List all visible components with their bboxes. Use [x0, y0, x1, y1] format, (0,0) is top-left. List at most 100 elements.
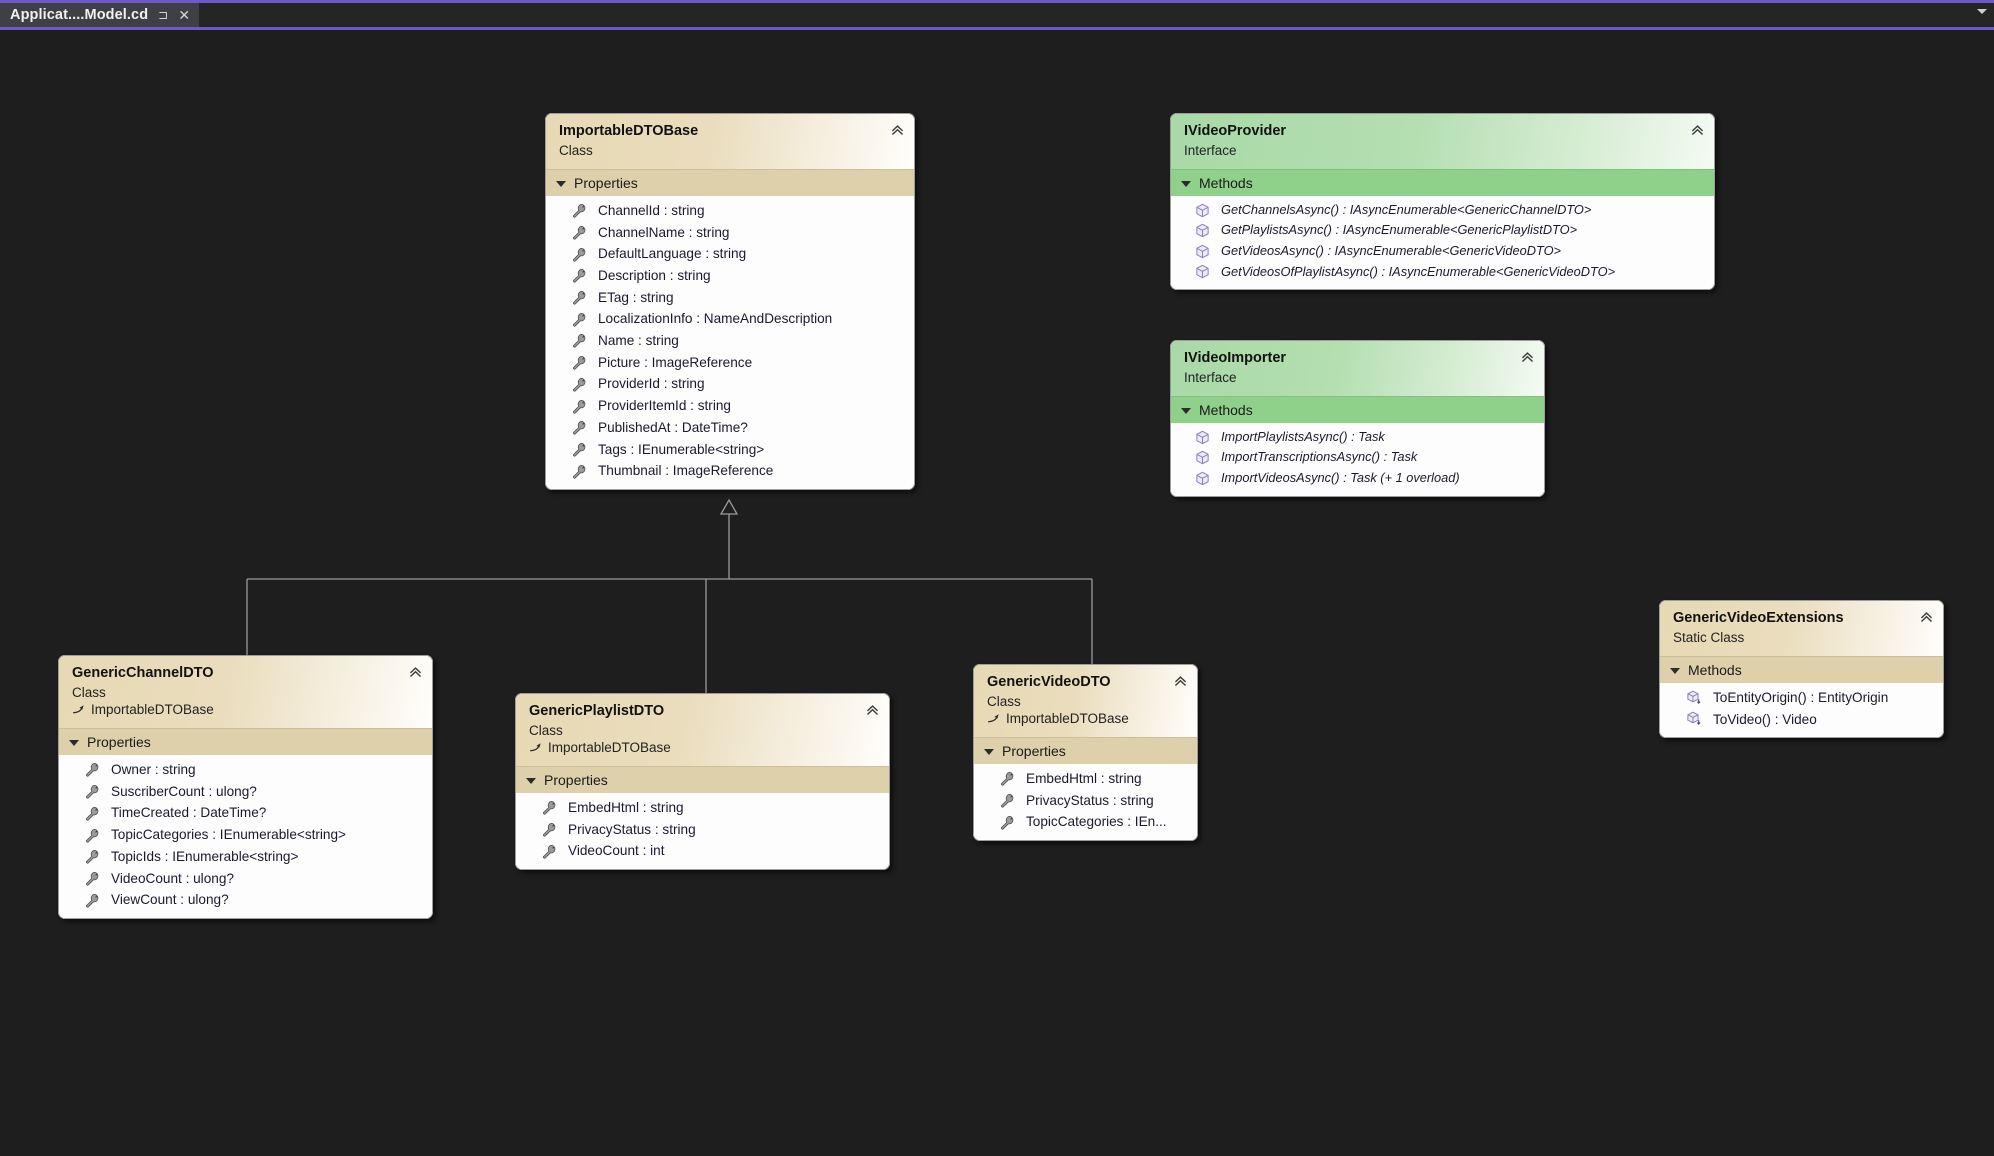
member-row[interactable]: TopicCategories : IEn...: [974, 811, 1197, 833]
chevrons-up-icon[interactable]: [1173, 674, 1188, 689]
shape-base-class[interactable]: ImportableDTOBase: [72, 702, 420, 718]
member-row[interactable]: VideoCount : ulong?: [59, 868, 432, 890]
shape-base-class[interactable]: ImportableDTOBase: [987, 711, 1185, 727]
member-row[interactable]: Thumbnail : ImageReference: [546, 460, 914, 482]
member-row[interactable]: ProviderItemId : string: [546, 395, 914, 417]
expander-triangle-icon[interactable]: [1670, 667, 1680, 674]
member-row[interactable]: Tags : IEnumerable<string>: [546, 439, 914, 461]
collapse-toggle[interactable]: [865, 703, 880, 723]
member-row[interactable]: Picture : ImageReference: [546, 352, 914, 374]
class-shape-importabledtobase[interactable]: ImportableDTOBase Class Properties Chann…: [545, 113, 915, 490]
member-row[interactable]: GetChannelsAsync() : IAsyncEnumerable<Ge…: [1171, 200, 1714, 221]
member-row[interactable]: EmbedHtml : string: [516, 797, 889, 819]
member-row[interactable]: ChannelName : string: [546, 222, 914, 244]
expander-triangle-icon[interactable]: [556, 180, 566, 187]
class-shape-genericvideoextensions[interactable]: GenericVideoExtensions Static Class Meth…: [1659, 600, 1944, 739]
chevrons-up-icon[interactable]: [1919, 610, 1934, 625]
member-row[interactable]: Name : string: [546, 330, 914, 352]
shape-stereotype: Interface: [1184, 369, 1237, 385]
shape-base-class[interactable]: ImportableDTOBase: [529, 740, 877, 756]
collapse-toggle[interactable]: [408, 665, 423, 685]
chevrons-up-icon[interactable]: [865, 703, 880, 718]
shape-header[interactable]: GenericVideoExtensions Static Class: [1660, 601, 1943, 656]
inheritance-arrow-icon: [988, 714, 999, 723]
member-row[interactable]: DefaultLanguage : string: [546, 243, 914, 265]
diagram-canvas[interactable]: ImportableDTOBase Class Properties Chann…: [0, 30, 1994, 1156]
chevron-down-icon[interactable]: [1977, 9, 1987, 14]
property-icon: [573, 377, 586, 392]
chevrons-up-icon[interactable]: [1520, 350, 1535, 365]
expander-triangle-icon[interactable]: [984, 749, 994, 756]
member-row[interactable]: Owner : string: [59, 759, 432, 781]
member-row[interactable]: EmbedHtml : string: [974, 768, 1197, 790]
collapse-toggle[interactable]: [1690, 123, 1705, 143]
class-shape-ivideoimporter[interactable]: IVideoImporter Interface Methods ImportP…: [1170, 340, 1545, 497]
property-icon: [86, 806, 99, 821]
member-row[interactable]: TopicCategories : IEnumerable<string>: [59, 824, 432, 846]
member-row[interactable]: ChannelId : string: [546, 200, 914, 222]
shape-header[interactable]: ImportableDTOBase Class: [546, 114, 914, 169]
chevrons-up-icon[interactable]: [408, 665, 423, 680]
member-row[interactable]: LocalizationInfo : NameAndDescription: [546, 308, 914, 330]
member-row[interactable]: ImportVideosAsync() : Task (+ 1 overload…: [1171, 468, 1544, 489]
shape-body: IVideoProvider Interface Methods GetChan…: [1170, 113, 1715, 291]
member-row[interactable]: GetPlaylistsAsync() : IAsyncEnumerable<G…: [1171, 220, 1714, 241]
chevrons-up-icon[interactable]: [890, 123, 905, 138]
member-row[interactable]: TimeCreated : DateTime?: [59, 802, 432, 824]
member-row[interactable]: ProviderId : string: [546, 373, 914, 395]
member-label: DefaultLanguage : string: [598, 246, 747, 262]
member-row[interactable]: ViewCount : ulong?: [59, 889, 432, 911]
section-header-properties[interactable]: Properties: [59, 728, 432, 756]
chevrons-up-icon[interactable]: [1690, 123, 1705, 138]
pin-icon[interactable]: ⊐: [158, 8, 169, 22]
class-shape-genericvideodto[interactable]: GenericVideoDTO Class ImportableDTOBase …: [973, 664, 1198, 842]
member-row[interactable]: SuscriberCount : ulong?: [59, 781, 432, 803]
section-label: Properties: [1002, 743, 1066, 760]
expander-triangle-icon[interactable]: [526, 778, 536, 785]
member-row[interactable]: TopicIds : IEnumerable<string>: [59, 846, 432, 868]
expander-triangle-icon[interactable]: [1181, 407, 1191, 414]
close-icon[interactable]: ✕: [178, 7, 191, 23]
class-shape-ivideoprovider[interactable]: IVideoProvider Interface Methods GetChan…: [1170, 113, 1715, 291]
member-list: ImportPlaylistsAsync() : Task ImportTran…: [1171, 422, 1544, 496]
member-label: TopicIds : IEnumerable<string>: [111, 848, 299, 864]
member-row[interactable]: ImportTranscriptionsAsync() : Task: [1171, 447, 1544, 468]
collapse-toggle[interactable]: [1520, 350, 1535, 370]
class-shape-genericplaylistdto[interactable]: GenericPlaylistDTO Class ImportableDTOBa…: [515, 693, 890, 871]
collapse-toggle[interactable]: [1919, 610, 1934, 630]
member-list: EmbedHtml : string PrivacyStatus : strin…: [516, 793, 889, 870]
section-header-properties[interactable]: Properties: [516, 766, 889, 794]
shape-header[interactable]: IVideoImporter Interface: [1171, 341, 1544, 396]
expander-triangle-icon[interactable]: [1181, 180, 1191, 187]
member-row[interactable]: Description : string: [546, 265, 914, 287]
shape-stereotype: Class: [559, 142, 593, 158]
shape-header[interactable]: IVideoProvider Interface: [1171, 114, 1714, 169]
collapse-toggle[interactable]: [1173, 674, 1188, 694]
section-header-properties[interactable]: Properties: [546, 168, 914, 196]
member-row[interactable]: GetVideosAsync() : IAsyncEnumerable<Gene…: [1171, 241, 1714, 262]
collapse-toggle[interactable]: [890, 123, 905, 143]
member-row[interactable]: ToEntityOrigin() : EntityOrigin: [1660, 687, 1943, 709]
shape-header[interactable]: GenericPlaylistDTO Class ImportableDTOBa…: [516, 694, 889, 767]
class-shape-genericchanneldto[interactable]: GenericChannelDTO Class ImportableDTOBas…: [58, 655, 433, 919]
member-row[interactable]: VideoCount : int: [516, 840, 889, 862]
section-header-methods[interactable]: Methods: [1660, 655, 1943, 683]
member-row[interactable]: PrivacyStatus : string: [516, 819, 889, 841]
document-tab[interactable]: Applicat....Model.cd ⊐ ✕: [0, 3, 200, 27]
property-icon: [1001, 815, 1014, 830]
section-header-methods[interactable]: Methods: [1171, 168, 1714, 196]
member-row[interactable]: ImportPlaylistsAsync() : Task: [1171, 427, 1544, 448]
member-row[interactable]: PublishedAt : DateTime?: [546, 417, 914, 439]
member-label: EmbedHtml : string: [1026, 771, 1142, 787]
shape-header[interactable]: GenericVideoDTO Class ImportableDTOBase: [974, 665, 1197, 738]
shape-header[interactable]: GenericChannelDTO Class ImportableDTOBas…: [59, 656, 432, 729]
member-row[interactable]: GetVideosOfPlaylistAsync() : IAsyncEnume…: [1171, 262, 1714, 283]
section-header-properties[interactable]: Properties: [974, 737, 1197, 765]
member-row[interactable]: ToVideo() : Video: [1660, 709, 1943, 731]
section-header-methods[interactable]: Methods: [1171, 395, 1544, 423]
member-label: PrivacyStatus : string: [568, 821, 696, 837]
expander-triangle-icon[interactable]: [69, 740, 79, 747]
shape-title: GenericVideoDTO: [987, 674, 1111, 690]
member-row[interactable]: PrivacyStatus : string: [974, 790, 1197, 812]
member-row[interactable]: ETag : string: [546, 287, 914, 309]
